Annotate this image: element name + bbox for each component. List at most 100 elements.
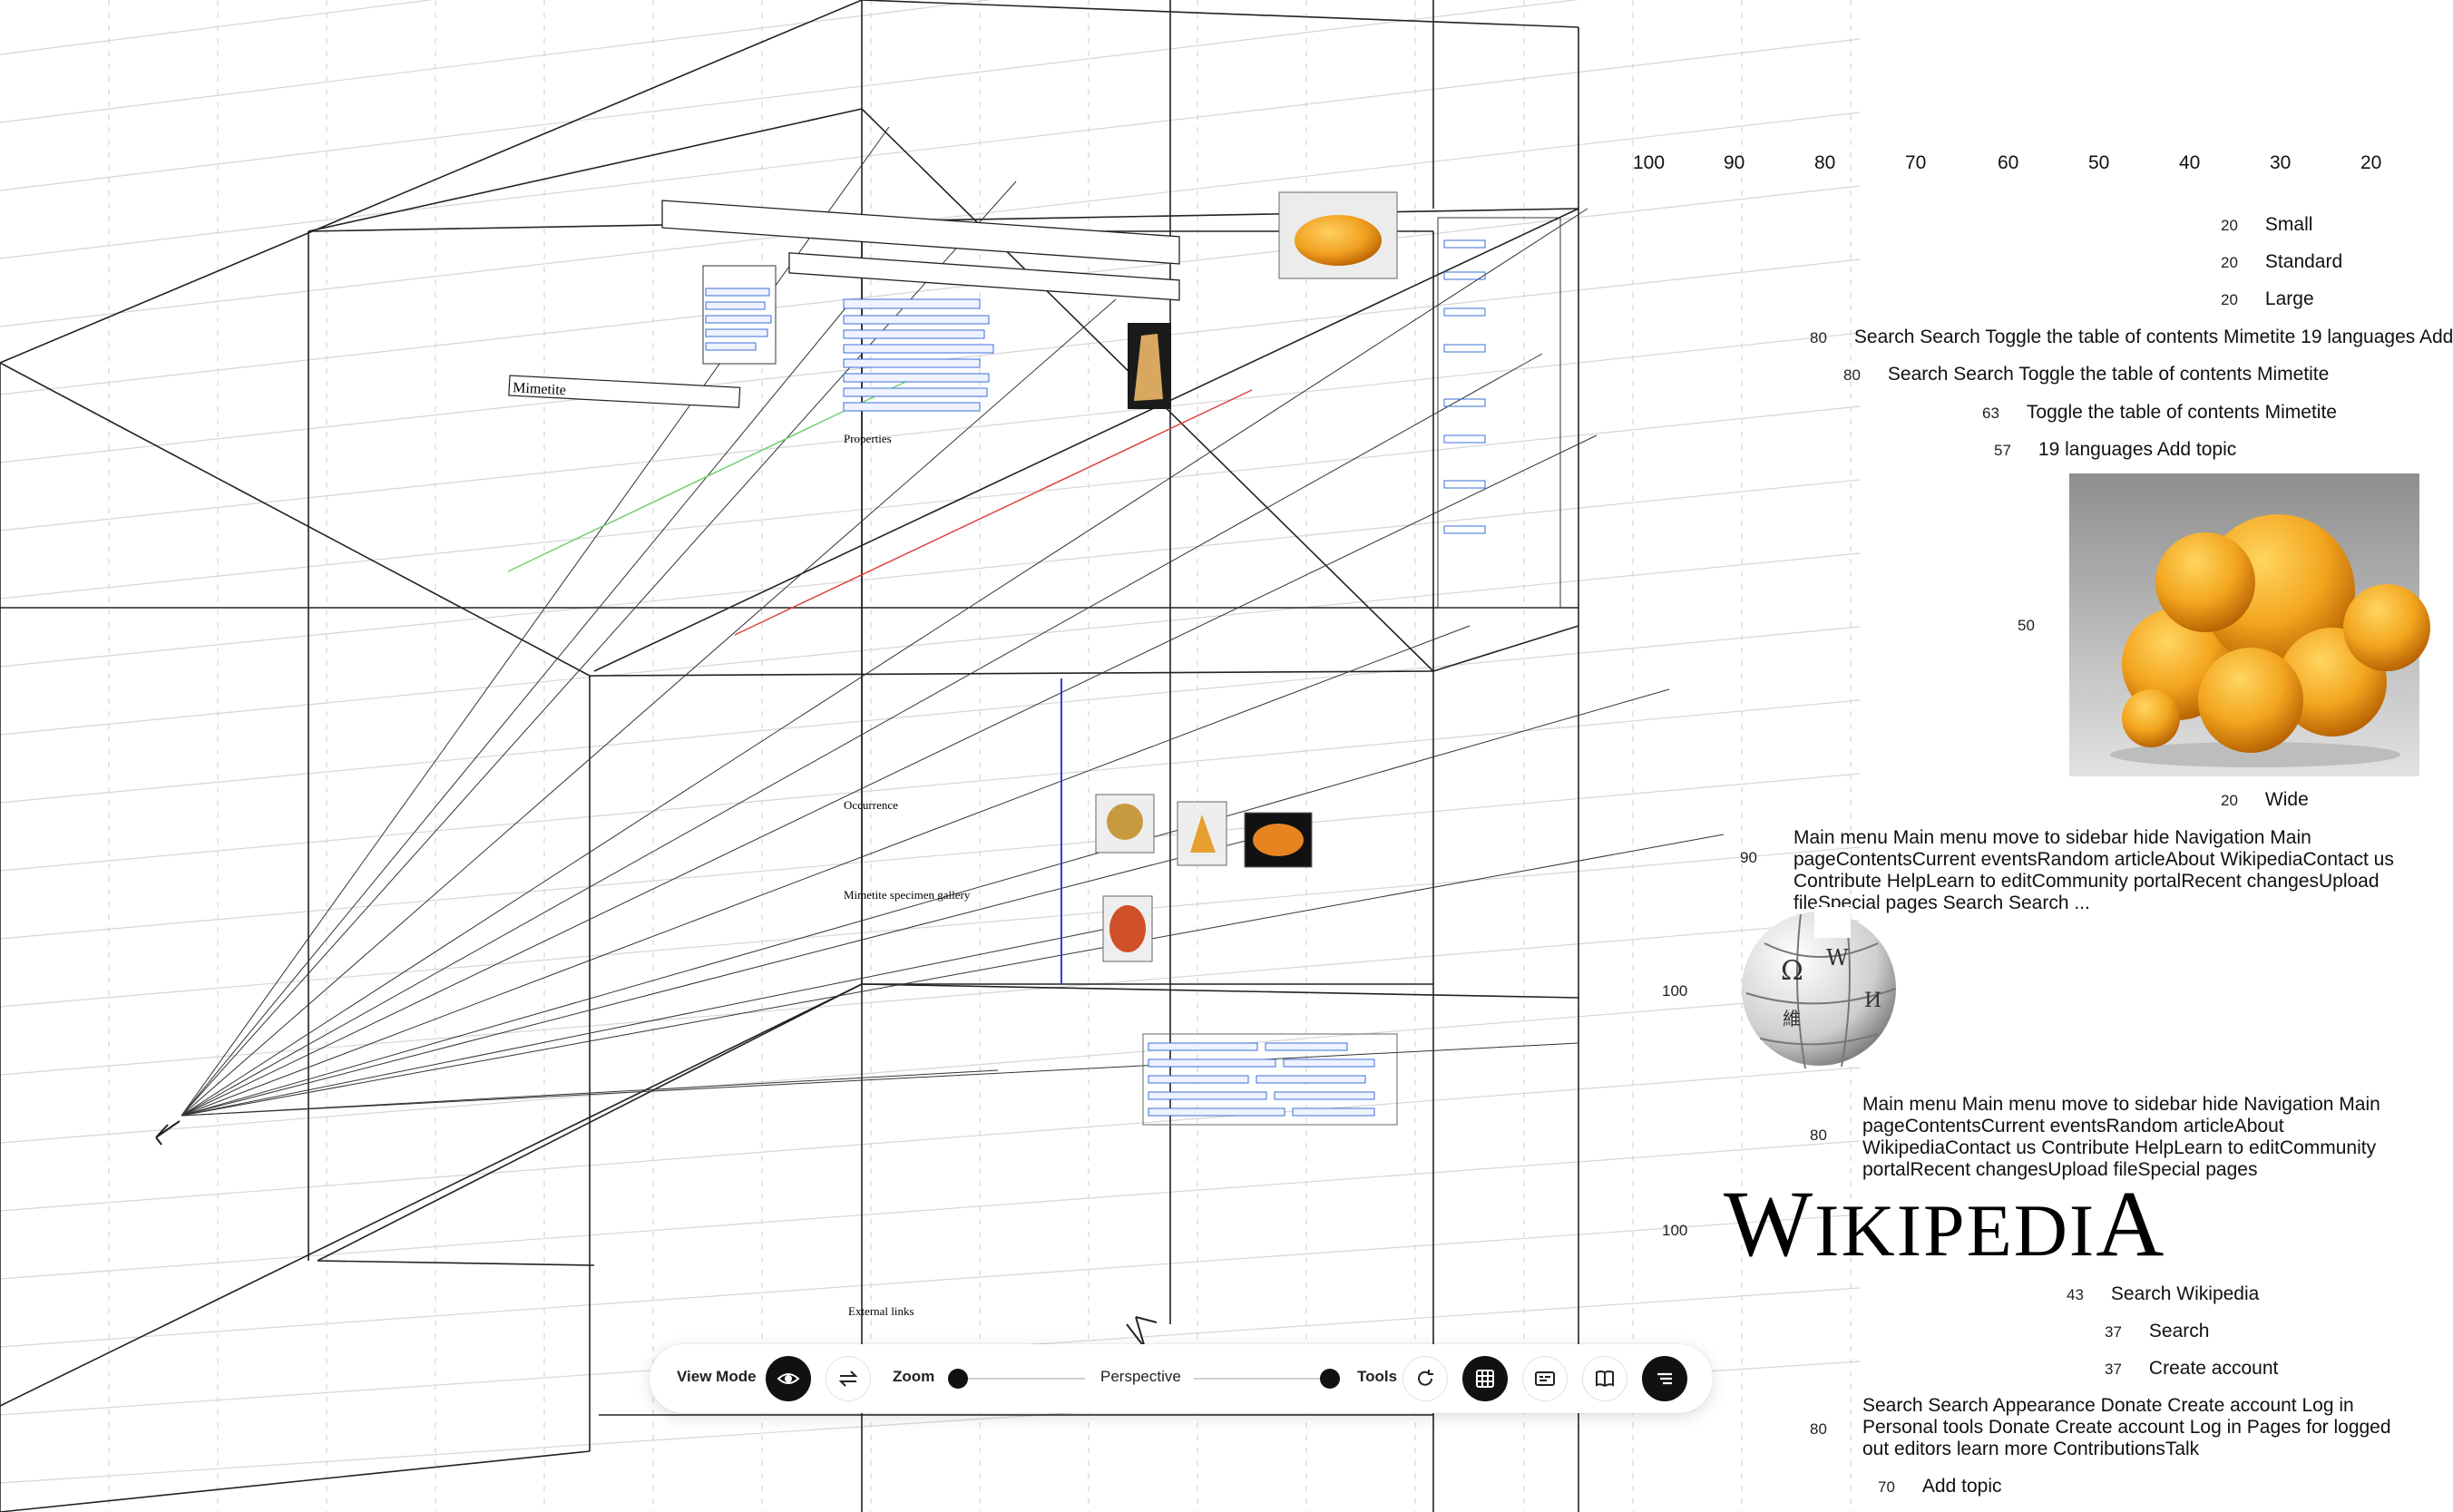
perspective-slider-track[interactable] xyxy=(1194,1378,1330,1380)
zoom-slider-handle[interactable] xyxy=(948,1369,968,1389)
layer-label[interactable]: Main menu Main menu move to sidebar hide… xyxy=(1862,1094,2380,1180)
perspective-slider-handle[interactable] xyxy=(1320,1369,1340,1389)
layer-depth: 20 xyxy=(2221,792,2238,809)
layer-row[interactable]: 80 Search Search Toggle the table of con… xyxy=(1843,364,2329,386)
grid-line xyxy=(0,552,1861,736)
layer-label[interactable]: Search Search Appearance Donate Create a… xyxy=(1862,1395,2391,1459)
svg-text:И: И xyxy=(1864,990,1881,1012)
wikipedia-wordmark[interactable]: WIKIPEDIA xyxy=(1724,1177,2165,1272)
grid-line xyxy=(0,1214,1861,1348)
layer-label: Small xyxy=(2264,214,2313,235)
ruler-tick: 80 xyxy=(1814,152,1836,173)
camera-ray xyxy=(181,924,1126,1117)
wordmark-letter: W xyxy=(1724,1172,1815,1276)
floating-infobox xyxy=(1437,217,1561,609)
layer-label: 19 languages Add topic xyxy=(2038,439,2237,460)
layer-depth: 20 xyxy=(2221,217,2238,234)
zoom-label: Zoom xyxy=(893,1368,935,1385)
ruler-tick: 40 xyxy=(2179,152,2201,173)
layer-label: Search Search Toggle the table of conten… xyxy=(1887,364,2330,385)
layer-depth: 80 xyxy=(1810,1127,1827,1144)
layer-box-edge xyxy=(861,0,1579,28)
swap-view-button[interactable] xyxy=(826,1356,871,1401)
wordmark-letter: A xyxy=(2096,1172,2166,1276)
ruler-tick: 100 xyxy=(1633,152,1666,173)
layer-depth: 80 xyxy=(1843,366,1861,384)
layer-depth: 100 xyxy=(1662,982,1688,1000)
grid-line xyxy=(0,38,1861,259)
axis-x-line xyxy=(734,389,1253,636)
grid-line xyxy=(0,846,1861,1008)
floating-section-occurrence: Occurrence xyxy=(844,798,898,812)
swap-arrows-icon xyxy=(838,1371,858,1387)
layer-label: Add topic xyxy=(1921,1476,2002,1497)
layer-row[interactable]: 37 Search xyxy=(2105,1321,2209,1343)
layer-row[interactable]: 37 Create account xyxy=(2105,1358,2278,1380)
layer-label[interactable]: Main menu Main menu move to sidebar hide… xyxy=(1793,827,2394,913)
layer-row[interactable]: 80 Search Search Toggle the table of con… xyxy=(1810,327,2453,349)
grid-toggle-button[interactable] xyxy=(1462,1356,1508,1401)
layer-depth: 57 xyxy=(1994,442,2011,459)
camera-ray xyxy=(181,834,1725,1117)
refresh-icon xyxy=(1418,1370,1433,1386)
svg-text:維: 維 xyxy=(1783,1008,1801,1029)
grid-line xyxy=(0,185,1861,395)
split-view-button[interactable] xyxy=(1582,1356,1627,1401)
view-mode-button[interactable] xyxy=(766,1356,811,1401)
layer-label: Search Wikipedia xyxy=(2110,1283,2260,1304)
layer-depth: 50 xyxy=(2018,617,2035,634)
layer-box-edge xyxy=(0,1450,591,1512)
layer-row[interactable]: 20 Standard xyxy=(2221,251,2342,274)
floating-header-bar[interactable] xyxy=(661,200,1180,301)
reset-button[interactable] xyxy=(1402,1356,1448,1401)
camera-ray xyxy=(181,625,1471,1117)
layer-box-edge xyxy=(861,983,1579,999)
layer-depth: 70 xyxy=(1878,1478,1895,1496)
layer-depth: 20 xyxy=(2221,254,2238,271)
menu-lines-icon xyxy=(1657,1372,1672,1385)
mimetite-specimen-image[interactable] xyxy=(2069,473,2430,776)
gallery-thumbnail-3[interactable] xyxy=(1244,812,1313,868)
grid-line xyxy=(0,626,1861,804)
caption-icon xyxy=(1535,1371,1555,1386)
floating-toc-block xyxy=(702,265,777,365)
wikipedia-globe-logo[interactable]: Ω W И 維 xyxy=(1728,907,1910,1079)
camera-ray xyxy=(181,688,1670,1117)
layer-row[interactable]: 63 Toggle the table of contents Mimetite xyxy=(1982,402,2337,424)
floating-crystal-image xyxy=(1128,323,1171,409)
svg-text:W: W xyxy=(1826,945,1849,971)
camera-marker-icon[interactable] xyxy=(1126,1316,1158,1349)
labels-toggle-button[interactable] xyxy=(1522,1356,1568,1401)
layer-row[interactable]: 20 Large xyxy=(2221,288,2314,311)
ruler-tick: 50 xyxy=(2088,152,2110,173)
gallery-thumbnail-4[interactable] xyxy=(1102,895,1153,962)
camera-ray xyxy=(181,353,1543,1117)
gallery-thumbnail-2[interactable] xyxy=(1177,801,1227,866)
layer-depth: 90 xyxy=(1740,849,1757,866)
floating-article-text xyxy=(843,298,994,412)
layer-boxes xyxy=(0,0,1579,1512)
gallery-thumbnail-1[interactable] xyxy=(1095,794,1155,854)
floating-title-box[interactable]: Mimetite xyxy=(508,375,741,408)
layer-label: Toggle the table of contents Mimetite xyxy=(2026,402,2337,423)
layer-row[interactable]: 70 Add topic xyxy=(1878,1476,2001,1498)
layer-box-edge xyxy=(0,0,863,364)
layer-row[interactable]: 57 19 languages Add topic xyxy=(1994,439,2236,462)
grid-line xyxy=(0,1067,1861,1212)
tools-label: Tools xyxy=(1357,1368,1398,1385)
layer-row[interactable]: 43 Search Wikipedia xyxy=(2067,1283,2259,1306)
camera-marker-icon[interactable] xyxy=(155,1120,181,1146)
zoom-slider-track[interactable] xyxy=(958,1378,1085,1380)
layer-label: Search xyxy=(2148,1321,2210,1341)
layer-depth: 80 xyxy=(1810,329,1827,346)
layer-label: Standard xyxy=(2264,251,2343,272)
layers-menu-button[interactable] xyxy=(1642,1356,1687,1401)
layer-row[interactable]: 20 Wide xyxy=(2221,789,2309,812)
layer-depth: 20 xyxy=(2221,291,2238,308)
grid-line xyxy=(0,920,1861,1076)
layer-box-edge xyxy=(0,362,591,677)
grid-line xyxy=(0,332,1861,532)
layer-row[interactable]: 20 Small xyxy=(2221,214,2312,237)
